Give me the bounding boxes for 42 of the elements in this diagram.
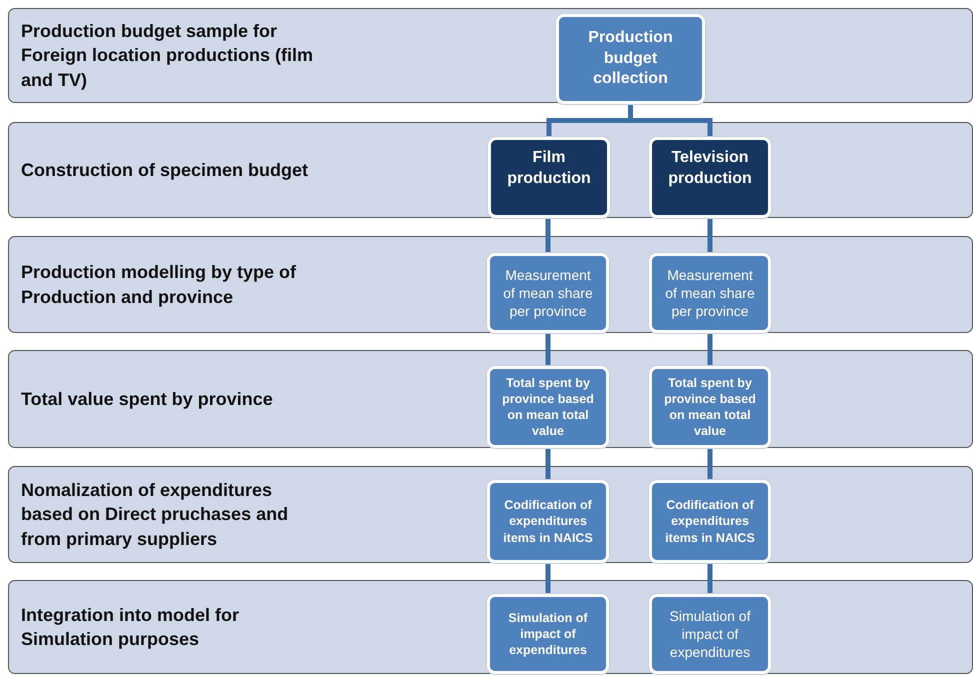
- row-heading: Integration into model for Simulation purposes: [21, 604, 240, 651]
- process-box: [488, 137, 610, 218]
- stage-band: [8, 350, 973, 448]
- process-box: [649, 480, 771, 563]
- box-label: Codification of expenditures items in NAICS: [502, 497, 594, 546]
- stage-band: [8, 466, 973, 563]
- process-box: [649, 253, 771, 333]
- connector-line: [546, 563, 550, 594]
- box-label: Television production: [667, 148, 753, 189]
- stage-band: [8, 236, 973, 333]
- row-heading: Production modelling by type of Production and province: [21, 261, 298, 309]
- row-heading: Nomalization of expenditures based on Direct pruchases and from primary suppliers: [21, 479, 290, 551]
- connector-line: [546, 333, 550, 366]
- stage-band: [8, 580, 973, 674]
- box-label: Total spent by province based on mean total value: [663, 374, 757, 440]
- box-label: Production budget collection: [587, 28, 674, 90]
- row-heading: Production budget sample for Foreign location productions (film and TV): [21, 20, 314, 92]
- box-label: Measurement of mean share per province: [502, 266, 594, 320]
- process-box: [649, 366, 771, 448]
- process-box: [649, 594, 771, 674]
- box-label: Film production: [506, 148, 592, 189]
- process-box: [487, 366, 609, 448]
- process-box: [487, 594, 609, 674]
- process-box: [556, 14, 705, 104]
- box-label: Measurement of mean share per province: [664, 266, 756, 320]
- connector-line: [546, 218, 550, 253]
- box-label: Simulation of impact of expenditures: [668, 606, 752, 662]
- connector-line: [708, 448, 712, 480]
- connector-line: [708, 333, 712, 366]
- stage-band: [8, 122, 973, 218]
- row-heading: Total value spent by province: [21, 388, 274, 411]
- row-heading: Construction of specimen budget: [21, 158, 310, 182]
- box-label: Codification of expenditures items in NAICS: [664, 497, 756, 546]
- connector-line: [546, 448, 550, 480]
- process-box: [649, 137, 771, 218]
- box-label: Simulation of impact of expenditures: [507, 610, 589, 658]
- process-box: [487, 253, 609, 333]
- connector-line: [708, 563, 712, 594]
- box-label: Total spent by province based on mean total value: [501, 374, 595, 440]
- connector-line: [708, 218, 712, 253]
- process-box: [487, 480, 609, 563]
- stage-band: [8, 8, 973, 103]
